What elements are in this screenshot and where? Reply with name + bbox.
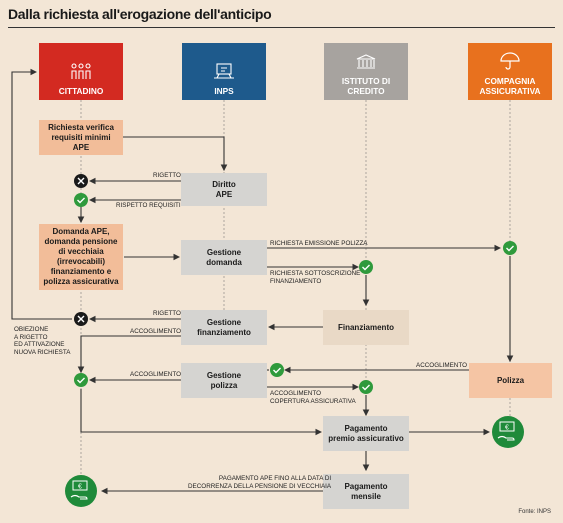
box-richiesta-verifica: Richiesta verifica requisiti minimi APE [39,120,123,155]
title-rule [8,27,555,28]
label-richiesta-sottoscrizione: RICHIESTA SOTTOSCRIZIONE FINANZIAMENTO [270,270,361,285]
people-icon [70,62,92,82]
check-icon [503,241,517,255]
label-rigetto-2: RIGETTO [153,310,181,317]
box-finanziamento: Finanziamento [323,310,409,345]
diagram-title: Dalla richiesta all'erogazione dell'anti… [8,6,272,22]
label-rigetto-1: RIGETTO [153,172,181,179]
actor-istituto-credito: ISTITUTO DI CREDITO [324,43,408,100]
label-obiezione: OBIEZIONE A RIGETTO ED ATTIVAZIONE NUOVA… [14,326,71,356]
actor-inps: INPS [182,43,266,100]
check-icon [359,260,373,274]
label-accoglimento-1: ACCOGLIMENTO [130,328,181,335]
money-hand-icon: € [65,475,97,507]
reject-icon [74,312,88,326]
box-pagamento-premio: Pagamento premio assicurativo [323,416,409,451]
box-diritto-ape: Diritto APE [181,173,267,206]
box-domanda-ape: Domanda APE, domanda pensione di vecchia… [39,224,123,290]
arrow-richiesta-diritto [122,136,228,172]
box-gestione-domanda: Gestione domanda [181,240,267,275]
money-hand-icon: € [492,416,524,448]
reject-icon [74,174,88,188]
source-note: Fonte: INPS [518,509,551,515]
check-icon [74,193,88,207]
actor-compagnia-assicurativa: COMPAGNIA ASSICURATIVA [468,43,552,100]
actor-istituto-label: ISTITUTO DI CREDITO [341,76,391,96]
svg-text:€: € [505,425,509,432]
box-pagamento-mensile: Pagamento mensile [323,474,409,509]
arrow-accoglimento-1 [77,335,181,374]
label-accoglimento-3: ACCOGLIMENTO [130,371,181,378]
actor-cittadino: CITTADINO [39,43,123,100]
actor-cittadino-label: CITTADINO [58,86,104,96]
computer-icon [213,62,235,82]
umbrella-icon [499,52,521,72]
label-rispetto-requisiti: RISPETTO REQUISITI [116,202,181,209]
check-icon [270,363,284,377]
box-polizza: Polizza [469,363,552,398]
actor-compagnia-label: COMPAGNIA ASSICURATIVA [479,76,541,96]
box-gestione-finanziamento: Gestione finanziamento [181,310,267,345]
actor-inps-label: INPS [214,86,234,96]
check-icon [74,373,88,387]
box-gestione-polizza: Gestione polizza [181,363,267,398]
check-icon [359,380,373,394]
arrow-to-pagamento-premio [80,389,323,436]
label-richiesta-emissione: RICHIESTA EMISSIONE POLIZZA [270,240,368,247]
label-accoglimento-copertura: ACCOGLIMENTO COPERTURA ASSICURATIVA [270,390,356,405]
label-pagamento-ape: PAGAMENTO APE FINO ALLA DATA DI DECORREN… [188,475,332,490]
bank-icon [355,54,377,72]
label-accoglimento-2: ACCOGLIMENTO [416,362,467,369]
arrow-obiezione-loop [11,68,72,320]
svg-text:€: € [78,484,82,491]
